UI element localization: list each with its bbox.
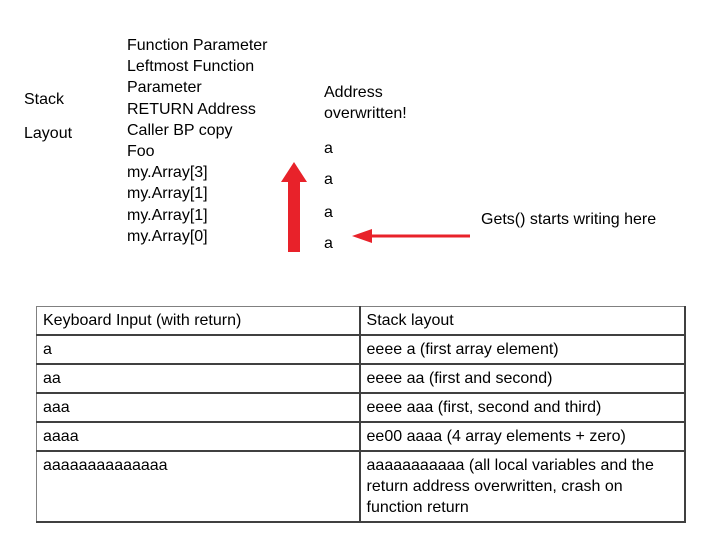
table-row: aaaa ee00 aaaa (4 array elements + zero) <box>35 421 687 452</box>
table-row: aa eeee aa (first and second) <box>35 363 687 394</box>
layout-cell: ee00 aaaa (4 array elements + zero) <box>359 421 687 452</box>
layout-label: Layout <box>24 125 73 142</box>
header-keyboard-input: Keyboard Input (with return) <box>35 306 361 336</box>
input-cell: aa <box>35 363 361 394</box>
address-overwritten-line1: Address <box>324 84 383 101</box>
stack-item: my.Array[3] <box>127 164 208 182</box>
layout-cell: eeee aa (first and second) <box>359 363 687 394</box>
layout-cell: aaaaaaaaaaa (all local variables and the… <box>359 450 687 523</box>
gets-note: Gets() starts writing here <box>481 211 657 228</box>
address-overwritten-line2: overwritten! <box>324 105 407 122</box>
overwrite-value: a <box>324 235 333 252</box>
input-cell: aaaa <box>35 421 361 452</box>
upward-arrow-icon <box>281 162 307 252</box>
input-cell: aaa <box>35 392 361 423</box>
leftward-arrow-icon <box>352 229 470 243</box>
stack-item: RETURN Address <box>127 100 256 118</box>
stack-item: my.Array[0] <box>127 227 208 245</box>
input-cell: a <box>35 334 361 365</box>
table-row: aaa eeee aaa (first, second and third) <box>35 392 687 423</box>
header-stack-layout: Stack layout <box>359 306 687 336</box>
table-row: a eeee a (first array element) <box>35 334 687 365</box>
stack-frame-list: Function Parameter Leftmost Function Par… <box>127 35 268 247</box>
overwrite-value: a <box>324 204 333 221</box>
stack-item: my.Array[1] <box>127 206 208 224</box>
stack-item: Parameter <box>127 79 202 97</box>
stack-item: Foo <box>127 143 155 161</box>
stack-item: my.Array[1] <box>127 185 208 203</box>
layout-cell: eeee a (first array element) <box>359 334 687 365</box>
input-cell: aaaaaaaaaaaaaa <box>35 450 361 523</box>
stack-label: Stack <box>24 91 65 108</box>
overwrite-value: a <box>324 140 333 157</box>
stack-item: Caller BP copy <box>127 121 233 139</box>
table-header-row: Keyboard Input (with return) Stack layou… <box>35 306 687 336</box>
stack-item: Leftmost Function <box>127 58 255 76</box>
input-stack-table: Keyboard Input (with return) Stack layou… <box>35 306 687 523</box>
table-row: aaaaaaaaaaaaaa aaaaaaaaaaa (all local va… <box>35 450 687 523</box>
layout-cell: eeee aaa (first, second and third) <box>359 392 687 423</box>
stack-item: Function Parameter <box>127 37 268 54</box>
overwrite-value: a <box>324 171 333 188</box>
